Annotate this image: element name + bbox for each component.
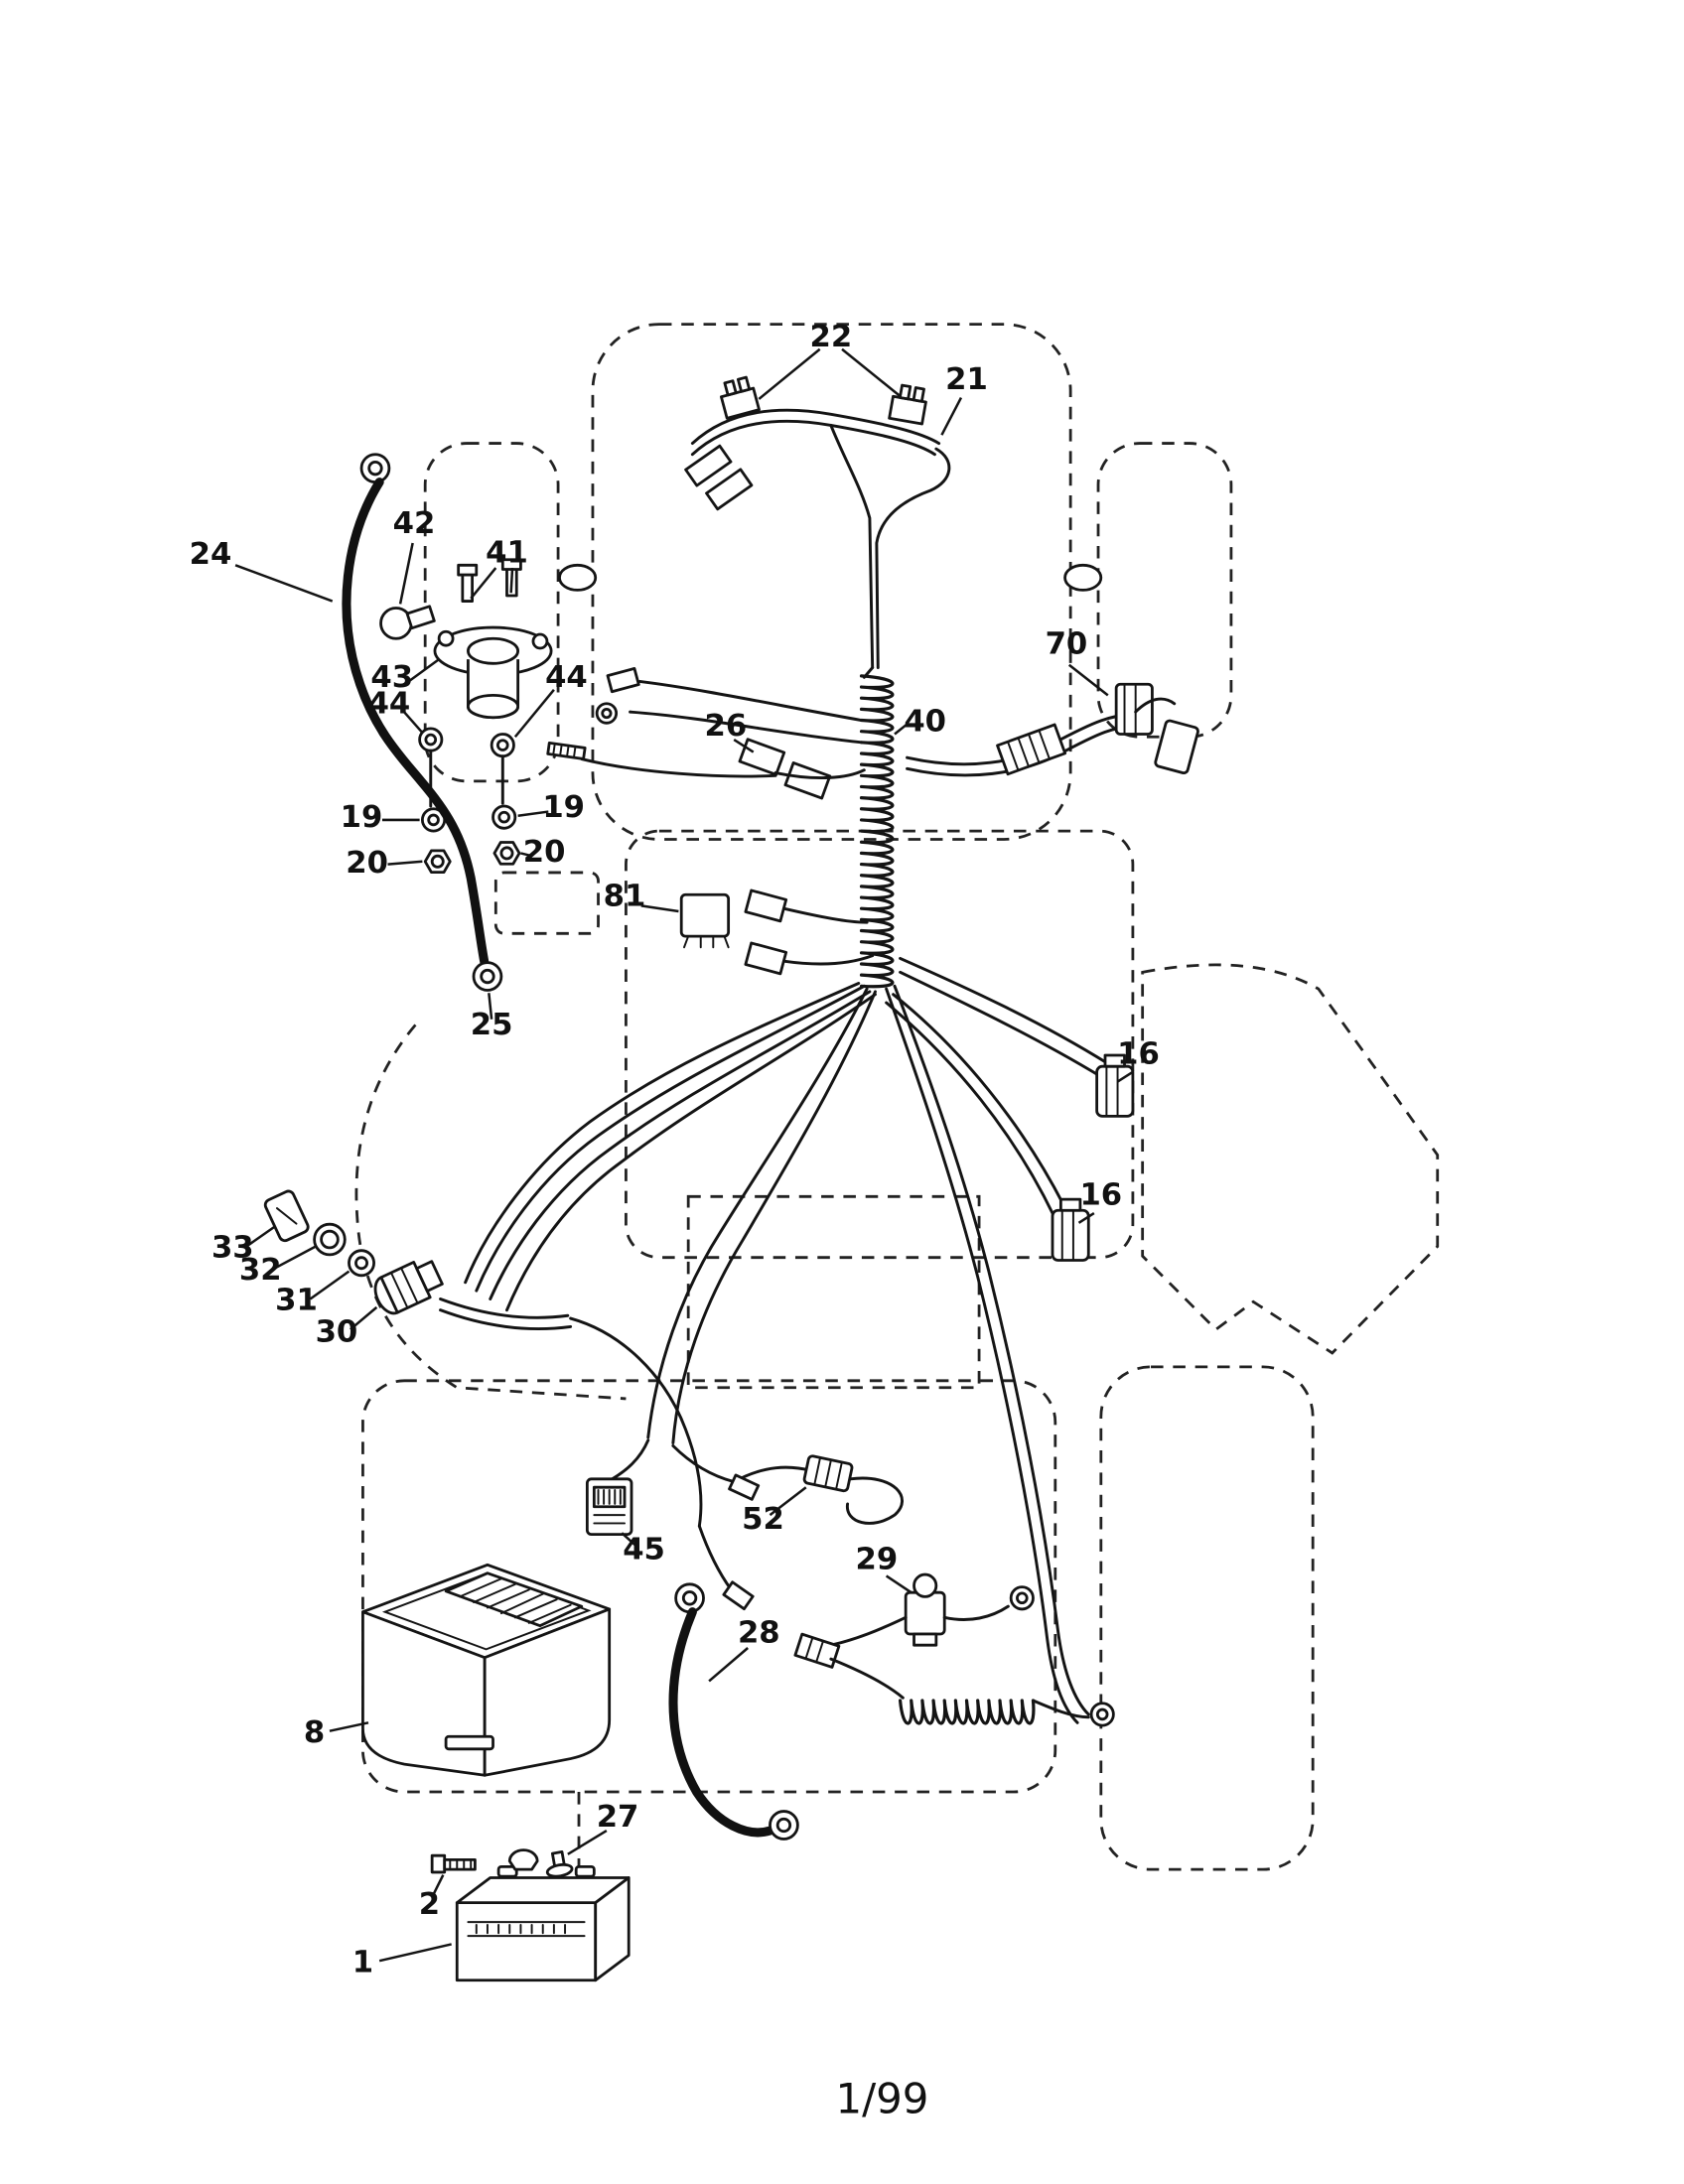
callout-40: 40 — [904, 705, 946, 740]
bulb-socket — [720, 375, 761, 420]
callout-25: 25 — [471, 1008, 513, 1042]
connector — [793, 1632, 841, 1669]
connector-shell — [1154, 719, 1199, 775]
harness-connector — [705, 468, 754, 511]
rubber-boot-42 — [379, 605, 436, 640]
main-harness-wires — [464, 666, 1110, 1724]
connector-16-upper — [1095, 1053, 1135, 1118]
relay-81 — [640, 888, 875, 976]
spade-terminal — [722, 1580, 755, 1611]
callout-41: 41 — [486, 536, 528, 571]
callout-33: 33 — [211, 1231, 254, 1266]
hex-nut-20 — [492, 841, 521, 866]
flag-terminal — [606, 666, 640, 694]
callout-30: 30 — [316, 1315, 358, 1350]
connector-16-lower — [1051, 1197, 1095, 1262]
callout-26: 26 — [704, 709, 747, 744]
solenoid-assembly — [379, 542, 777, 875]
switch-body-30 — [373, 1260, 444, 1315]
chassis-outlines — [354, 323, 1440, 1875]
battery-box-8 — [329, 1563, 612, 1777]
callout-43: 43 — [370, 660, 413, 695]
callout-19-left: 19 — [341, 800, 383, 835]
callout-19-right: 19 — [542, 790, 585, 825]
multi-pin-connector — [996, 723, 1067, 776]
callout-16-lower: 16 — [1079, 1178, 1122, 1213]
callout-42: 42 — [393, 506, 436, 541]
callout-28: 28 — [738, 1615, 780, 1650]
callout-20-right: 20 — [523, 835, 566, 870]
footer-date-code: 1/99 — [835, 2075, 928, 2123]
bolt-2 — [430, 1853, 477, 1898]
callout-21: 21 — [945, 362, 988, 397]
terminal-parts-27 — [507, 1830, 608, 1878]
callout-16-upper: 16 — [1117, 1036, 1160, 1071]
callout-44-left: 44 — [368, 687, 411, 722]
callout-81: 81 — [604, 879, 646, 913]
harness-connector — [684, 444, 733, 487]
callout-8: 8 — [304, 1715, 325, 1750]
callout-31: 31 — [275, 1284, 318, 1318]
key-33 — [263, 1189, 310, 1243]
bulb-socket — [888, 383, 927, 426]
callout-45: 45 — [623, 1533, 665, 1568]
callout-70: 70 — [1046, 627, 1088, 662]
connector-70 — [906, 663, 1199, 777]
hour-meter-45 — [585, 1477, 637, 1547]
connector-52 — [769, 1454, 904, 1525]
callout-32: 32 — [239, 1253, 282, 1288]
callout-22: 22 — [809, 320, 852, 354]
callout-1: 1 — [352, 1945, 373, 1979]
connectors-26 — [733, 738, 866, 800]
callouts: 22 21 24 42 41 43 44 44 70 26 40 19 19 2… — [190, 320, 1160, 1979]
callout-29: 29 — [856, 1542, 899, 1576]
spade-terminal — [728, 1473, 761, 1501]
headlight-harness — [684, 347, 963, 669]
ignition-switch-group — [245, 1189, 573, 1331]
callout-2: 2 — [419, 1887, 440, 1922]
switch-29 — [793, 1572, 1115, 1727]
battery-1 — [378, 1864, 631, 1982]
stud — [546, 741, 587, 760]
battery-cable-24 — [234, 453, 503, 1020]
harness-coil — [859, 666, 910, 989]
bolt — [457, 563, 479, 603]
callout-24: 24 — [190, 537, 232, 572]
hex-nut-20 — [423, 849, 452, 875]
callout-20-left: 20 — [346, 846, 388, 881]
ground-cable-28 — [668, 1582, 799, 1841]
callout-27: 27 — [597, 1800, 639, 1835]
callout-44-right: 44 — [545, 660, 588, 695]
callout-52: 52 — [742, 1502, 784, 1537]
